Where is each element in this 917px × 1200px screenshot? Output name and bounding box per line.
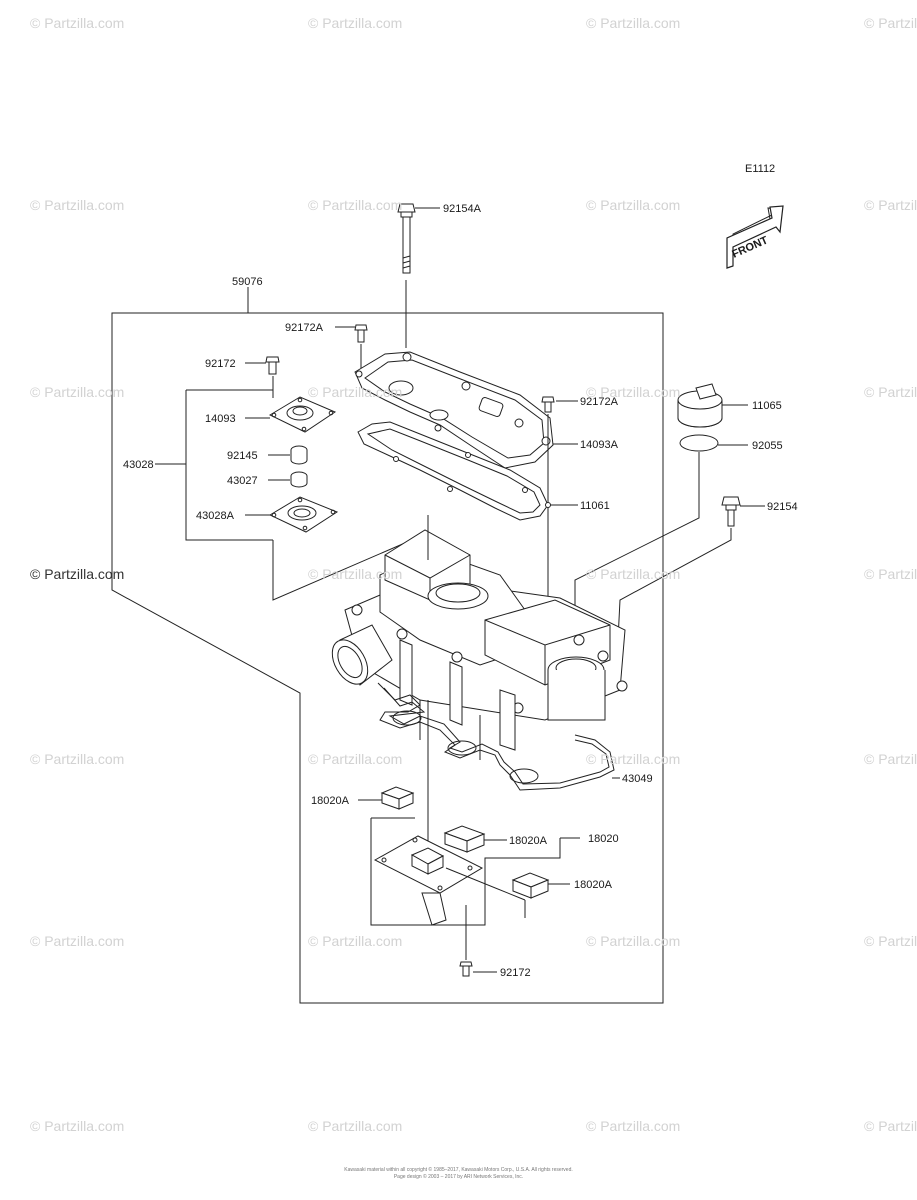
cover-plate-14093A xyxy=(354,351,578,469)
label-18020A-3: 18020A xyxy=(574,879,613,891)
label-43027: 43027 xyxy=(227,475,258,487)
watermark: © Partzilla.com xyxy=(308,197,403,213)
gasket-11061 xyxy=(357,421,578,521)
breather-cover-14093 xyxy=(245,396,337,433)
bolt-92154 xyxy=(617,496,765,641)
watermark: © Partzilla.com xyxy=(30,15,125,31)
watermark: © Partzilla.com xyxy=(30,197,125,213)
pad-18020A-1 xyxy=(358,786,415,810)
watermark: © Partzilla.com xyxy=(864,15,917,31)
watermark: © Partzilla.com xyxy=(586,933,681,949)
label-92154: 92154 xyxy=(767,501,798,513)
watermark: © Partzilla.com xyxy=(308,566,403,582)
label-92145: 92145 xyxy=(227,450,258,462)
watermark: © Partzilla.com xyxy=(864,933,917,949)
bolt-92154A xyxy=(397,203,440,348)
watermark: © Partzilla.com xyxy=(308,933,403,949)
label-43049: 43049 xyxy=(622,773,653,785)
label-14093A: 14093A xyxy=(580,439,619,451)
spring-92145 xyxy=(268,445,308,465)
baffle-bracket xyxy=(370,817,580,926)
label-18020A-2: 18020A xyxy=(509,835,548,847)
watermark: © Partzilla.com xyxy=(586,1118,681,1134)
label-43028: 43028 xyxy=(123,459,154,471)
front-arrow-icon: FRONT xyxy=(726,205,784,269)
assembly-outline xyxy=(111,287,664,1004)
plate-43028A xyxy=(245,496,339,533)
watermark: © Partzilla.com xyxy=(864,751,917,767)
o-ring-92055 xyxy=(679,434,748,452)
watermark: © Partzilla.com xyxy=(308,751,403,767)
watermark: © Partzilla.com xyxy=(308,15,403,31)
bolt-92172A-a xyxy=(335,324,368,368)
watermark: © Partzilla.com xyxy=(586,566,681,582)
watermark: © Partzilla.com xyxy=(30,933,125,949)
watermark: © Partzilla.com xyxy=(586,384,681,400)
label-92154A: 92154A xyxy=(443,203,482,215)
bolt-92172-top xyxy=(245,356,280,398)
copyright-line: Kawasaki material within all copyright ©… xyxy=(344,1167,573,1173)
watermark: © Partzilla.com xyxy=(30,1118,125,1134)
label-92172-bottom: 92172 xyxy=(500,967,531,979)
pad-18020A-3 xyxy=(511,872,570,899)
oil-cap-11065 xyxy=(677,383,748,428)
watermark: © Partzilla.com xyxy=(586,197,681,213)
watermark: © Partzilla.com xyxy=(586,751,681,767)
watermark: © Partzilla.com xyxy=(864,1118,917,1134)
label-18020: 18020 xyxy=(588,833,619,845)
label-43028A: 43028A xyxy=(196,510,235,522)
label-59076: 59076 xyxy=(232,276,263,288)
watermark: © Partzilla.com xyxy=(586,15,681,31)
bolt-92172-bottom xyxy=(459,905,497,977)
label-14093: 14093 xyxy=(205,413,236,425)
label-11061: 11061 xyxy=(580,500,610,512)
watermark: © Partzilla.com xyxy=(864,384,917,400)
label-11065: 11065 xyxy=(752,400,782,412)
watermark: © Partzilla.com xyxy=(308,384,403,400)
head-cover-body xyxy=(331,520,628,760)
watermark: © Partzilla.com xyxy=(864,197,917,213)
label-92172-top: 92172 xyxy=(205,358,236,370)
copyright-footer: Kawasaki material within all copyright ©… xyxy=(0,1167,917,1181)
label-18020A-1: 18020A xyxy=(311,795,350,807)
watermark: © Partzilla.com xyxy=(30,566,125,582)
diagram-code: E1112 xyxy=(745,163,775,175)
watermark: © Partzilla.com xyxy=(30,384,125,400)
watermark: © Partzilla.com xyxy=(30,751,125,767)
label-92055: 92055 xyxy=(752,440,783,452)
label-92172A-b: 92172A xyxy=(580,396,619,408)
label-92172A-a: 92172A xyxy=(285,322,324,334)
watermark: © Partzilla.com xyxy=(308,1118,403,1134)
baffle-plate xyxy=(373,835,526,926)
watermark: © Partzilla.com xyxy=(864,566,917,582)
copyright-line: Page design © 2003 – 2017 by ARI Network… xyxy=(393,1174,524,1180)
gasket-43049 xyxy=(377,682,620,791)
valve-43027 xyxy=(268,471,308,488)
pad-18020A-2 xyxy=(443,825,507,853)
